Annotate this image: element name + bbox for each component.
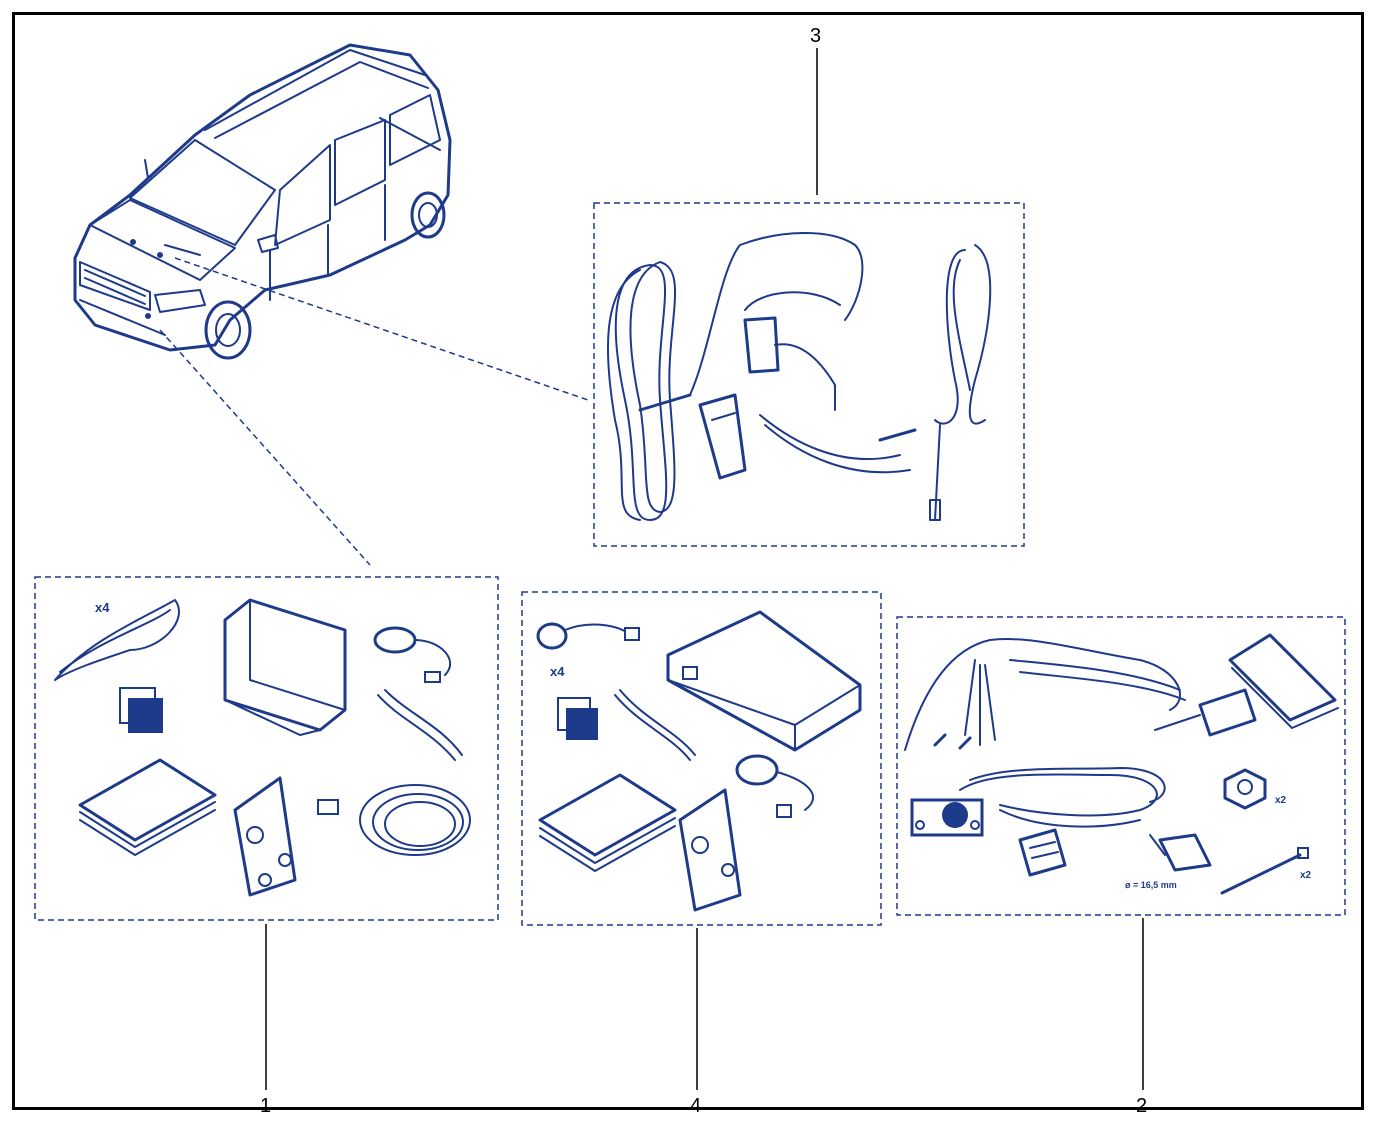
callout-4: 4 xyxy=(690,1095,701,1117)
kit4-sensor-kit: x4 xyxy=(521,591,882,926)
callout-1: 1 xyxy=(260,1095,271,1117)
leader-vehicle-to-kit3 xyxy=(174,257,589,401)
kit2-tie-quantity: x2 xyxy=(1300,870,1312,881)
kit4-sensor-quantity: x4 xyxy=(550,664,565,679)
kit3-wiring-harness xyxy=(593,202,1025,547)
kit2-camera-kit: ø = 16,5 mm x2 x2 xyxy=(896,616,1346,916)
callout-2: 2 xyxy=(1136,1095,1147,1117)
kit2-nut-quantity: x2 xyxy=(1275,795,1287,806)
kit2-drill-diameter: ø = 16,5 mm xyxy=(1125,880,1177,890)
drawing-frame xyxy=(12,12,1364,1110)
leader-vehicle-to-kit1 xyxy=(159,329,371,566)
kit1-parking-sensor-kit: x4 xyxy=(34,576,499,921)
vehicle-illustration xyxy=(73,43,452,360)
callout-3: 3 xyxy=(810,25,821,47)
kit1-sensor-quantity: x4 xyxy=(95,600,110,615)
